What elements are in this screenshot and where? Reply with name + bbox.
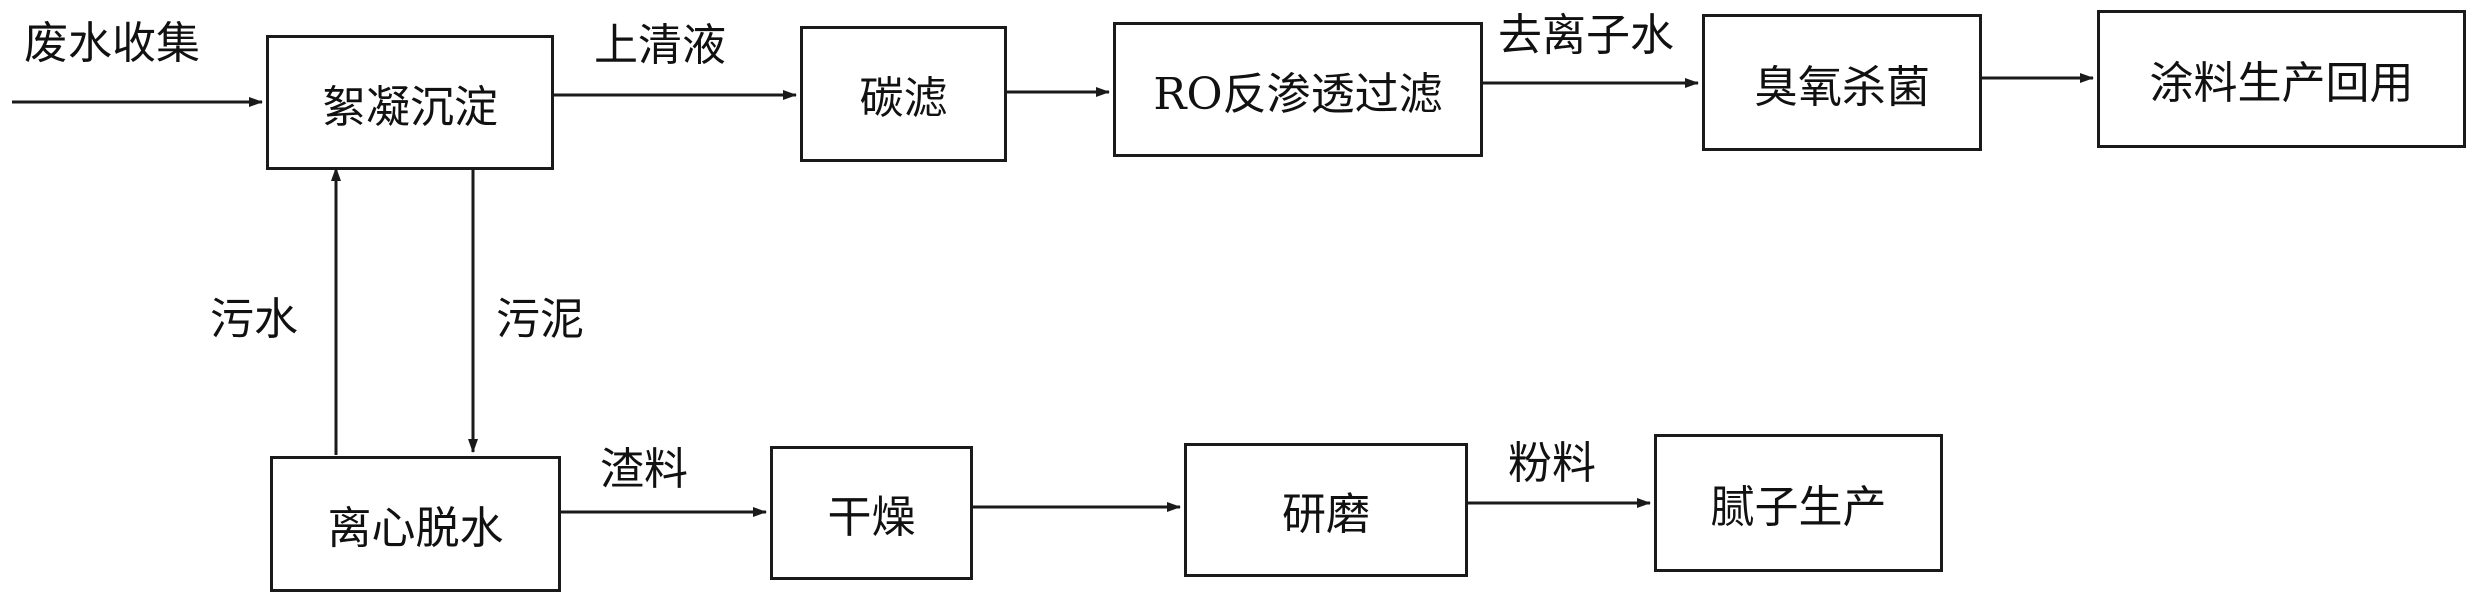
node-centrifuge: 离心脱水 bbox=[270, 456, 561, 592]
node-putty: 腻子生产 bbox=[1654, 434, 1943, 572]
edge-label-deionized-water: 去离子水 bbox=[1498, 10, 1674, 61]
edge-label-supernatant: 上清液 bbox=[594, 20, 726, 71]
edge-label-wastewater-collection: 废水收集 bbox=[24, 18, 200, 69]
node-coating-reuse: 涂料生产回用 bbox=[2097, 10, 2466, 148]
node-ro-filter: RO反渗透过滤 bbox=[1113, 22, 1483, 157]
node-carbon-filter: 碳滤 bbox=[800, 26, 1007, 162]
edge-label-slag: 渣料 bbox=[600, 444, 688, 495]
node-grinding: 研磨 bbox=[1184, 443, 1468, 577]
node-flocculation: 絮凝沉淀 bbox=[266, 35, 554, 170]
edge-label-sewage: 污水 bbox=[210, 294, 298, 345]
edge-label-sludge: 污泥 bbox=[496, 294, 584, 345]
node-drying: 干燥 bbox=[770, 446, 973, 580]
edge-label-powder: 粉料 bbox=[1508, 438, 1596, 489]
node-ozone-sterilization: 臭氧杀菌 bbox=[1702, 14, 1982, 151]
